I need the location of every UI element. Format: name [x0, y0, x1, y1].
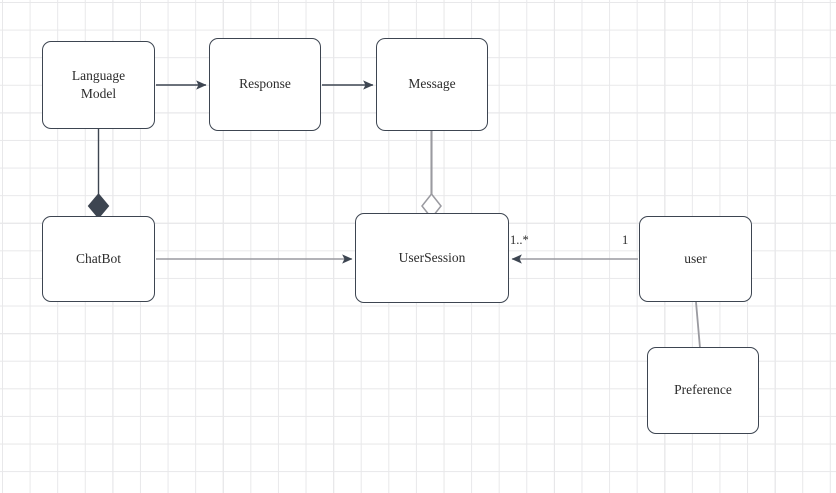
edge-message-to-usersession[interactable] [421, 131, 442, 220]
node-language-model-label: Language Model [71, 67, 126, 101]
edge-language-model-to-chatbot[interactable] [87, 129, 110, 219]
filled-diamond-marker [87, 193, 110, 219]
node-user[interactable]: user [639, 216, 752, 302]
edge-user-to-preference[interactable] [695, 301, 701, 349]
node-user-label: user [684, 250, 707, 266]
node-preference-label: Preference [674, 382, 732, 398]
node-language-model[interactable]: Language Model [42, 41, 155, 129]
node-chatbot-label: ChatBot [75, 250, 121, 266]
node-response-label: Response [239, 76, 291, 92]
multiplicity-label-usersession: 1..* [510, 233, 529, 247]
node-usersession-label: UserSession [398, 249, 466, 265]
node-message-label: Message [408, 76, 456, 92]
node-chatbot[interactable]: ChatBot [42, 216, 155, 302]
node-preference[interactable]: Preference [647, 347, 759, 434]
node-usersession[interactable]: UserSession [355, 213, 509, 303]
node-response[interactable]: Response [209, 38, 321, 131]
multiplicity-label-user: 1 [622, 233, 629, 247]
node-message[interactable]: Message [376, 38, 488, 131]
